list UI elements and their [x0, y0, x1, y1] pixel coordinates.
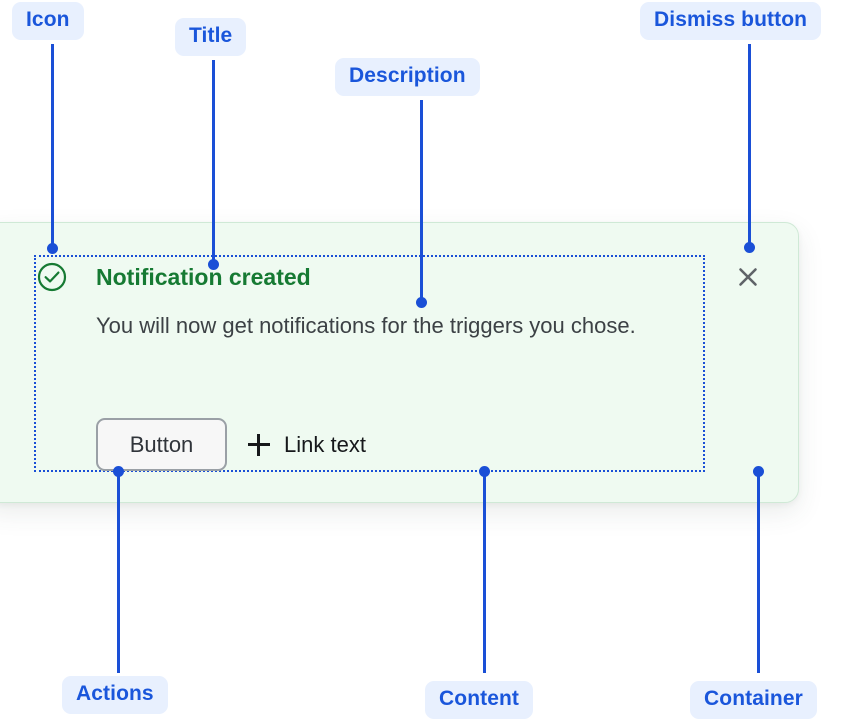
secondary-action-link[interactable]: Link text: [248, 432, 366, 458]
leader-line-icon: [51, 44, 54, 250]
leader-dot-title: [208, 259, 219, 270]
leader-dot-dismiss-button: [744, 242, 755, 253]
leader-dot-description: [416, 297, 427, 308]
notification-title: Notification created: [96, 264, 311, 290]
check-circle-icon: [37, 262, 67, 292]
secondary-action-link-label: Link text: [284, 432, 366, 457]
annotation-label-container: Container: [690, 681, 817, 719]
primary-action-button[interactable]: Button: [96, 418, 227, 471]
annotation-label-dismiss-button: Dismiss button: [640, 2, 822, 40]
leader-line-actions: [117, 471, 120, 673]
leader-dot-container: [753, 466, 764, 477]
annotation-label-actions: Actions: [62, 676, 168, 714]
annotation-label-title: Title: [175, 18, 247, 56]
leader-line-dismiss-button: [748, 44, 751, 249]
leader-line-content: [483, 471, 486, 673]
plus-icon: [248, 434, 270, 456]
leader-line-description: [420, 100, 423, 303]
leader-line-title: [212, 60, 215, 265]
leader-dot-icon: [47, 243, 58, 254]
leader-dot-actions: [113, 466, 124, 477]
annotation-label-description: Description: [335, 58, 480, 96]
dismiss-button[interactable]: [733, 262, 763, 292]
leader-dot-content: [479, 466, 490, 477]
annotation-label-content: Content: [425, 681, 534, 719]
notification-description: You will now get notifications for the t…: [96, 313, 636, 338]
leader-line-container: [757, 471, 760, 673]
annotation-label-icon: Icon: [12, 2, 84, 40]
